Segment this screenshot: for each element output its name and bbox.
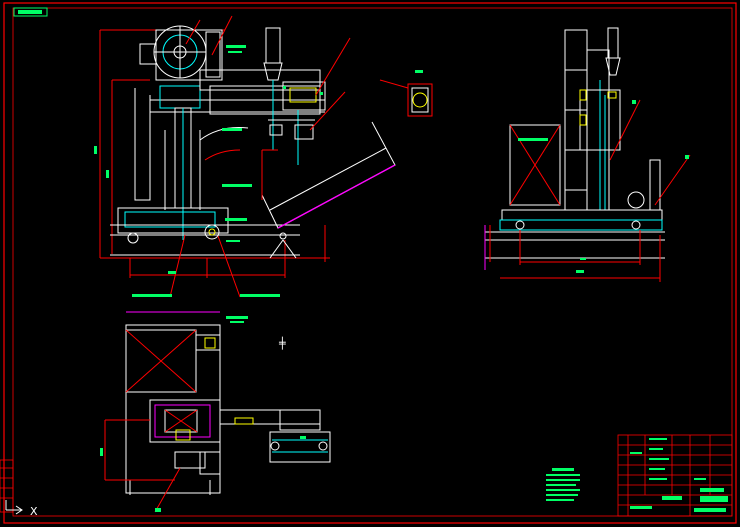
ucs-x-axis-label: X: [30, 505, 38, 518]
ucs-icon: [5, 500, 23, 515]
crosshair-cursor: ╪: [279, 337, 286, 350]
front-elevation-annotations: [94, 45, 323, 297]
front-elevation-view: [99, 15, 396, 298]
side-elevation-annotations: [518, 100, 689, 273]
title-block-entries: [630, 438, 728, 512]
plan-view-annotations: [100, 316, 306, 512]
top-left-tag-fill: [18, 10, 42, 14]
drawing-outer-border: [3, 2, 737, 524]
section-detail-view: [379, 70, 433, 117]
title-block: [617, 434, 733, 517]
top-left-tag: [13, 7, 48, 17]
revision-strip: [0, 459, 14, 513]
drawing-inner-border: [12, 7, 733, 517]
side-elevation-view: [484, 27, 691, 282]
plan-view: [104, 311, 331, 513]
technical-notes: [546, 468, 580, 501]
